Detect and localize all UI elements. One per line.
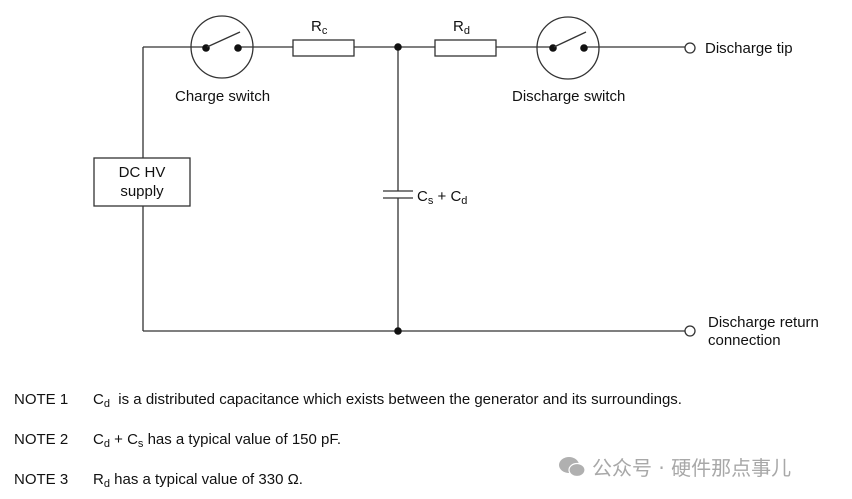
note-2-symbol: C xyxy=(93,431,104,448)
dc-hv-supply-box xyxy=(93,157,191,207)
discharge-tip-label: Discharge tip xyxy=(705,40,793,57)
junction-top xyxy=(394,43,402,51)
note-3: NOTE 3 Rd has a typical value of 330 Ω. xyxy=(14,472,303,492)
note-3-subscript: d xyxy=(103,478,110,490)
discharge-return-line1: Discharge return xyxy=(708,314,819,331)
note-2: NOTE 2 Cd + Cs has a typical value of 150… xyxy=(14,432,341,452)
discharge-return-line2: connection xyxy=(708,332,781,349)
note-1-text: is a distributed capacitance which exist… xyxy=(109,391,682,408)
note-1-subscript: d xyxy=(103,398,110,410)
charge-switch-label: Charge switch xyxy=(175,88,270,105)
discharge-switch-label: Discharge switch xyxy=(512,88,625,105)
capacitor xyxy=(383,190,413,199)
note-1: NOTE 1 Cd is a distributed capacitance wh… xyxy=(14,392,682,412)
note-2-tag: NOTE 2 xyxy=(14,431,69,448)
note-3-symbol: R xyxy=(93,471,104,488)
watermark: 公众号 · 硬件那点事儿 xyxy=(558,452,791,481)
dc-hv-supply-line2: supply xyxy=(120,183,164,200)
note-1-tag: NOTE 1 xyxy=(14,391,69,408)
junction-bottom xyxy=(394,327,402,335)
note-2-mid: + C xyxy=(109,431,138,448)
wechat-icon xyxy=(559,456,586,477)
resistor-rc-label: Rc xyxy=(311,18,328,37)
note-3-text: has a typical value of 330 Ω. xyxy=(109,471,303,488)
resistor-rd xyxy=(434,39,497,57)
resistor-rd-label: Rd xyxy=(453,18,470,37)
note-3-tag: NOTE 3 xyxy=(14,471,69,488)
capacitor-label: Cs + Cd xyxy=(417,188,467,207)
note-2-subscript-2: s xyxy=(137,438,144,450)
resistor-rc xyxy=(292,39,355,57)
charge-switch xyxy=(190,15,254,79)
watermark-text: 公众号 · 硬件那点事儿 xyxy=(592,456,792,480)
discharge-return-terminal xyxy=(684,325,696,337)
discharge-switch xyxy=(536,16,600,80)
note-1-symbol: C xyxy=(93,391,104,408)
discharge-tip-terminal xyxy=(684,42,696,54)
circuit-diagram: Charge switch Rc Rd Discharge switch Dis… xyxy=(93,15,819,349)
note-2-text: has a typical value of 150 pF. xyxy=(143,431,342,448)
note-2-subscript: d xyxy=(103,438,110,450)
dc-hv-supply-line1: DC HV xyxy=(119,164,166,181)
